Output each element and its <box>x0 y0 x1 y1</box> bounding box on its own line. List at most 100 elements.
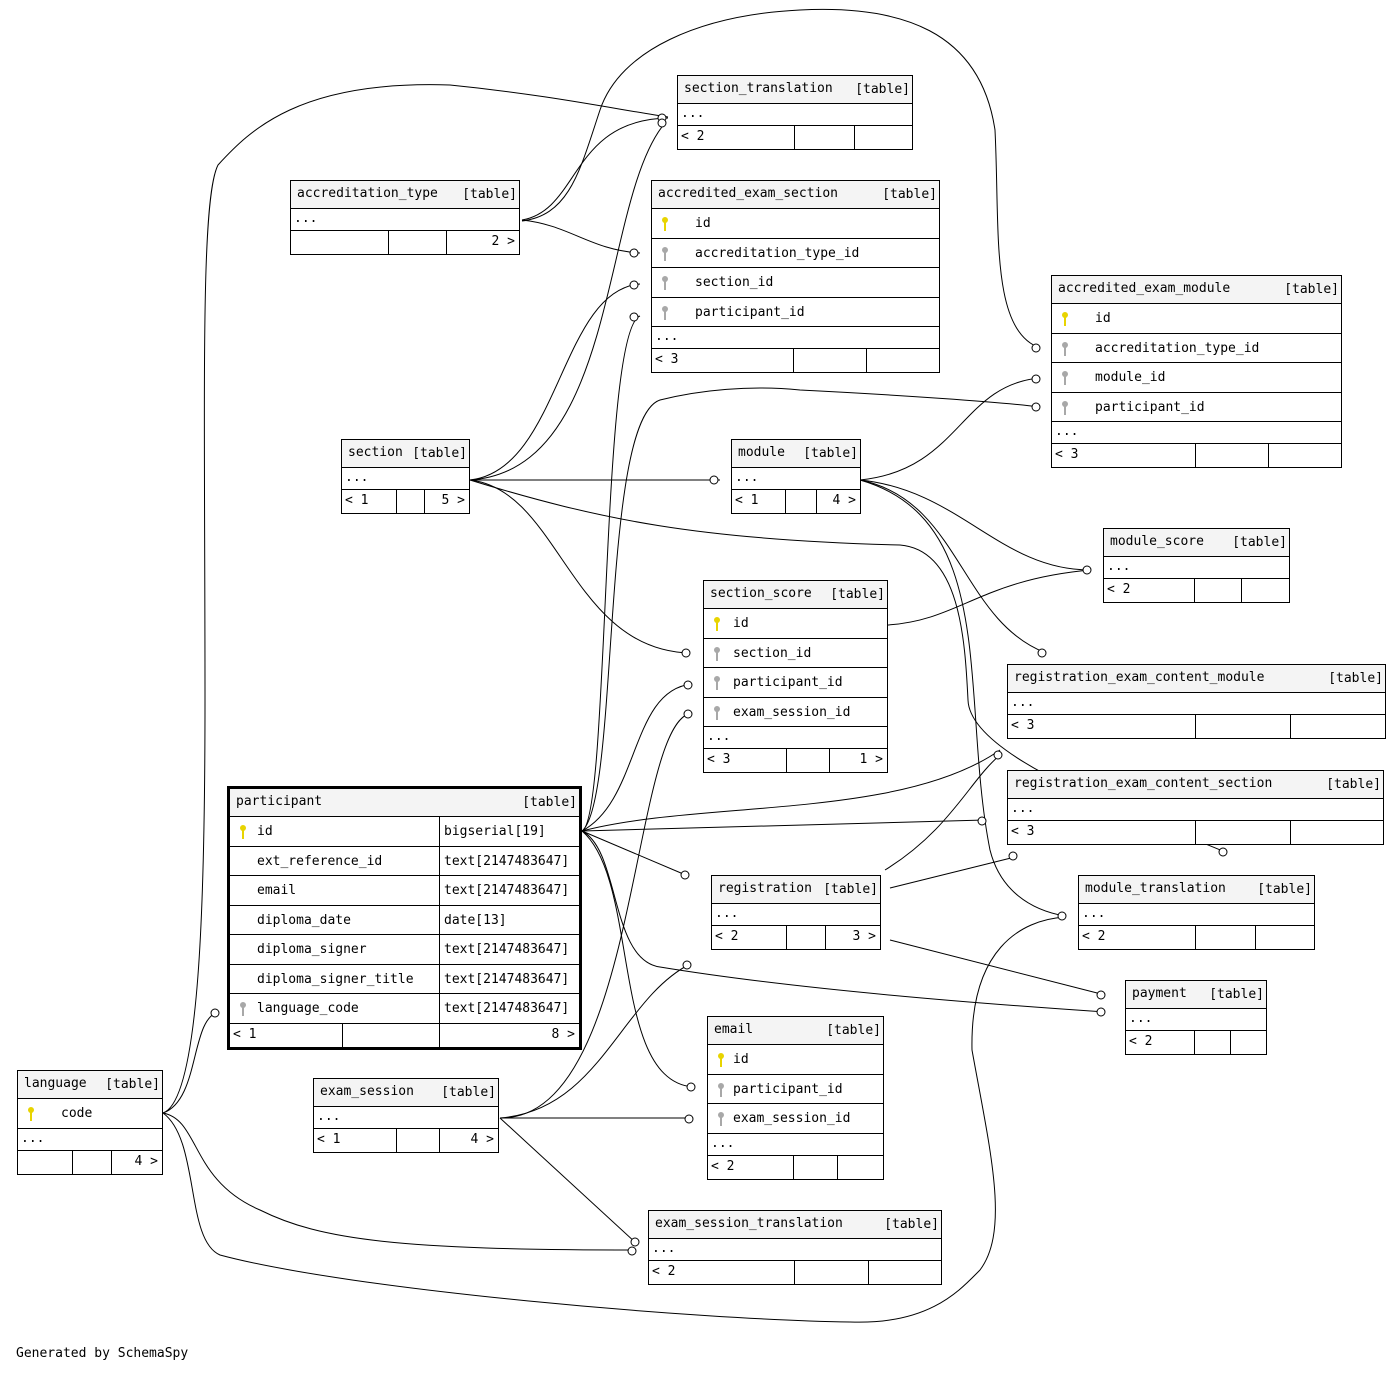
table-accredited-exam-section[interactable]: accredited_exam_section[table] id accred… <box>651 180 940 373</box>
table-name: module_score <box>1110 534 1204 549</box>
table-footer: < 3 <box>1008 821 1383 844</box>
column-name: id <box>695 216 711 231</box>
table-type-label: [table] <box>441 1085 496 1100</box>
ellipsis: ... <box>655 329 679 344</box>
footer-children[interactable]: 4 > <box>134 1153 158 1169</box>
column-row[interactable]: accreditation_type_id <box>1052 334 1341 363</box>
footer-parents[interactable]: < 2 <box>1082 929 1106 944</box>
table-type-label: [table] <box>882 187 937 202</box>
column-name: exam_session_id <box>733 704 851 720</box>
column-row[interactable]: id <box>708 1045 883 1075</box>
footer-parents[interactable]: < 1 <box>233 1026 257 1042</box>
edge-end-marker <box>683 680 693 690</box>
foreign-key-icon <box>1060 370 1070 386</box>
table-section-translation[interactable]: section_translation[table] ... < 2 <box>677 75 913 150</box>
table-name: registration_exam_content_section <box>1014 776 1273 791</box>
column-row[interactable]: participant_id <box>704 668 887 698</box>
table-language[interactable]: language[table] code ... 4 > <box>17 1070 163 1175</box>
column-row[interactable]: section_id <box>704 639 887 668</box>
footer-children[interactable]: 2 > <box>491 234 515 249</box>
table-type-label: [table] <box>823 882 878 897</box>
footer-parents[interactable]: < 2 <box>1107 582 1131 597</box>
column-name: section_id <box>733 645 812 661</box>
edge-registration-registration-exam-content-module <box>884 754 1001 871</box>
footer-parents[interactable]: < 2 <box>1129 1034 1153 1049</box>
footer-parents[interactable]: < 1 <box>317 1132 341 1147</box>
table-type-label: [table] <box>803 446 858 461</box>
table-email[interactable]: email[table] id participant_id exam_sess… <box>707 1016 884 1180</box>
primary-key-icon <box>712 616 722 632</box>
column-row[interactable]: accreditation_type_id <box>652 239 939 268</box>
footer-parents[interactable]: < 3 <box>1055 447 1079 462</box>
ellipsis: ... <box>1107 559 1131 574</box>
footer-parents[interactable]: < 1 <box>735 493 759 508</box>
footer-children[interactable]: 3 > <box>852 929 876 944</box>
ellipsis: ... <box>345 470 369 485</box>
column-row[interactable]: code <box>18 1099 162 1129</box>
edge-section-section-score <box>469 479 691 654</box>
edge-end-marker <box>977 816 987 826</box>
footer-parents[interactable]: < 3 <box>707 752 731 767</box>
table-registration-exam-content-module[interactable]: registration_exam_content_module[table] … <box>1007 664 1386 739</box>
table-footer: < 1 5 > <box>342 490 469 513</box>
table-payment[interactable]: payment[table] ... < 2 <box>1125 980 1267 1055</box>
footer-parents[interactable]: < 3 <box>1011 824 1035 839</box>
table-footer: < 2 <box>1079 926 1314 949</box>
footer-children[interactable]: 5 > <box>441 493 465 508</box>
table-registration[interactable]: registration[table] ... < 2 3 > <box>711 875 881 950</box>
table-module-translation[interactable]: module_translation[table] ... < 2 <box>1078 875 1315 950</box>
table-name: exam_session <box>320 1084 414 1099</box>
table-footer: < 3 <box>1052 444 1341 467</box>
edge-end-marker <box>629 280 639 290</box>
table-module-score[interactable]: module_score[table] ... < 2 <box>1103 528 1290 603</box>
footer-children[interactable]: 1 > <box>859 752 883 767</box>
column-name: diploma_signer <box>257 942 367 957</box>
footer-parents[interactable]: < 2 <box>711 1158 735 1174</box>
footer-parents[interactable]: < 2 <box>652 1264 676 1279</box>
footer-parents[interactable]: < 2 <box>715 929 739 944</box>
column-row[interactable]: module_id <box>1052 363 1341 393</box>
footer-children[interactable]: 4 > <box>470 1132 494 1147</box>
table-type-label: [table] <box>830 587 885 602</box>
table-section-score[interactable]: section_score[table] id section_id parti… <box>703 580 888 773</box>
column-row[interactable]: participant_id <box>652 298 939 327</box>
footer-children[interactable]: 8 > <box>551 1026 575 1042</box>
column-row[interactable]: id <box>652 209 939 239</box>
column-row[interactable]: id <box>704 609 887 639</box>
footer-children[interactable]: 4 > <box>832 493 856 508</box>
column-row[interactable]: participant_id <box>1052 393 1341 422</box>
footer-parents[interactable]: < 3 <box>1011 718 1035 733</box>
table-type-label: [table] <box>462 187 517 202</box>
footer-parents[interactable]: < 2 <box>681 129 705 144</box>
ellipsis: ... <box>735 470 759 485</box>
column-row[interactable]: exam_session_id <box>704 698 887 727</box>
edge-accreditation-type-accredited-exam-section <box>521 219 641 254</box>
footer-parents[interactable]: < 3 <box>655 352 679 367</box>
table-module[interactable]: module[table] ... < 1 4 > <box>731 439 861 514</box>
column-row[interactable]: exam_session_id <box>708 1104 883 1134</box>
footer-parents[interactable]: < 1 <box>345 493 369 508</box>
column-row[interactable]: participant_id <box>708 1075 883 1104</box>
table-accredited-exam-module[interactable]: accredited_exam_module[table] id accredi… <box>1051 275 1342 468</box>
foreign-key-icon <box>716 1111 726 1127</box>
table-registration-exam-content-section[interactable]: registration_exam_content_section[table]… <box>1007 770 1384 845</box>
column-row[interactable]: section_id <box>652 268 939 298</box>
edge-accreditation-type-section-translation <box>521 117 669 221</box>
edge-end-marker <box>630 1237 640 1247</box>
table-exam-session-translation[interactable]: exam_session_translation[table] ... < 2 <box>648 1210 942 1285</box>
table-accreditation-type[interactable]: accreditation_type[table] ... 2 > <box>290 180 520 255</box>
edge-end-marker <box>1031 374 1041 384</box>
table-exam-session[interactable]: exam_session[table] ... < 1 4 > <box>313 1078 499 1153</box>
table-footer: < 3 1 > <box>704 749 887 772</box>
table-section[interactable]: section[table] ... < 1 5 > <box>341 439 470 514</box>
edge-registration-registration-exam-content-section <box>889 856 1016 889</box>
column-row[interactable]: id <box>1052 304 1341 334</box>
